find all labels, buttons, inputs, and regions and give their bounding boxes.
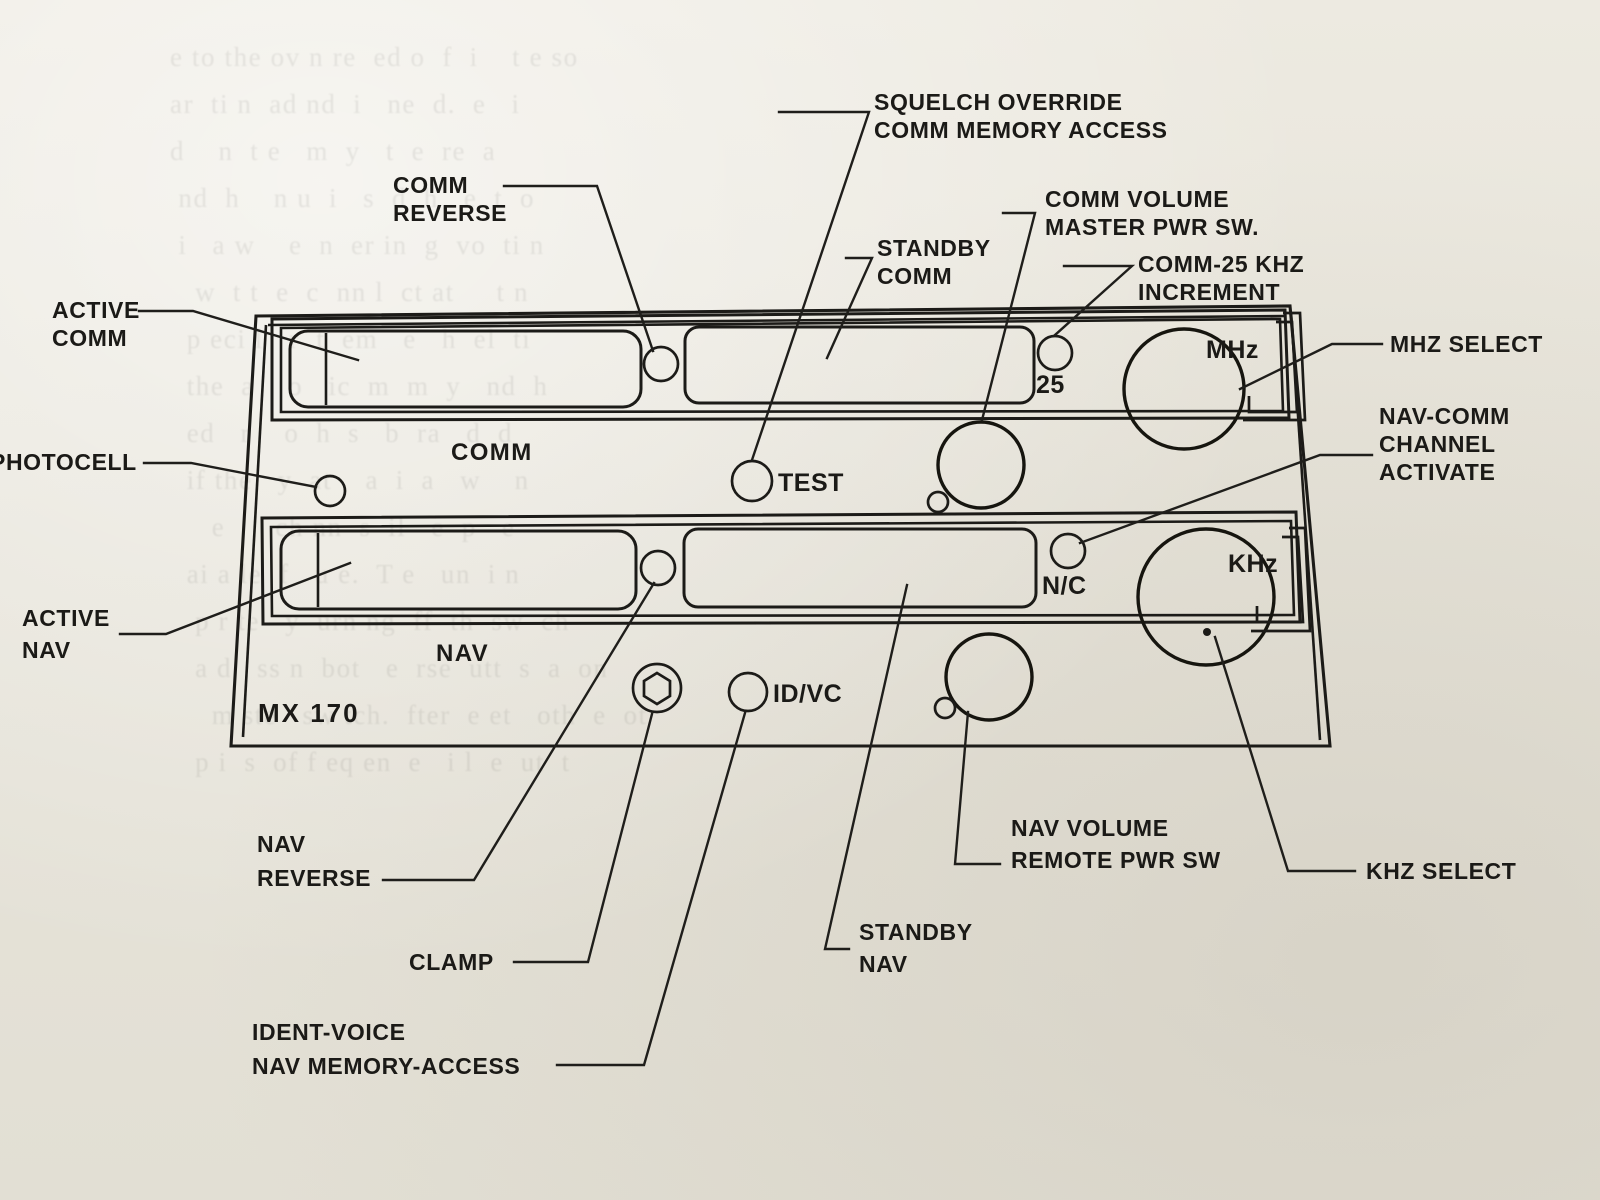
nav-controls: ID/VC N/C KHz: [313, 474, 1312, 722]
callout-active-nav-line2: NAV: [22, 637, 71, 663]
comm-volume-index-marker: [926, 490, 950, 514]
khz-knob-center-dot: [1203, 628, 1211, 636]
active-nav-window: [279, 529, 638, 611]
comm-panel-label: COMM: [451, 439, 533, 466]
callout-nav-comm-channel-line2: CHANNEL: [1379, 431, 1496, 457]
callout-khz-select: KHZ SELECT: [1366, 858, 1516, 884]
callout-nav-comm-channel-line1: NAV-COMM: [1379, 403, 1510, 429]
leader-lines: [118, 110, 1384, 1067]
callout-comm-reverse-line2: REVERSE: [393, 200, 507, 226]
mhz-label: MHz: [1206, 336, 1259, 364]
callout-active-nav-line1: ACTIVE: [22, 605, 110, 631]
nav-panel-label: NAV: [436, 640, 489, 667]
callout-clamp: CLAMP: [409, 949, 494, 975]
khz-select-knob[interactable]: [1136, 527, 1276, 667]
nav-volume-remote-power-knob[interactable]: [944, 632, 1034, 722]
mhz-select-knob[interactable]: [1122, 327, 1246, 451]
callout-mhz-select: MHZ SELECT: [1390, 331, 1543, 357]
clamp-screw[interactable]: [631, 662, 683, 714]
comm-25-label: 25: [1036, 371, 1065, 399]
callout-standby-nav-line1: STANDBY: [859, 919, 973, 945]
callout-comm-volume-line2: MASTER PWR SW.: [1045, 214, 1259, 240]
active-comm-window: [288, 329, 643, 409]
comm-reverse-button[interactable]: [642, 345, 680, 383]
callout-nav-reverse-line2: REVERSE: [257, 865, 371, 891]
nc-label: N/C: [1042, 572, 1087, 600]
callout-squelch-override-line2: COMM MEMORY ACCESS: [874, 117, 1168, 143]
callout-active-comm-line1: ACTIVE: [52, 297, 140, 323]
callout-standby-comm-line1: STANDBY: [877, 235, 991, 261]
idvc-label: ID/VC: [773, 680, 842, 708]
test-label: TEST: [778, 469, 844, 497]
callout-nav-comm-channel-line3: ACTIVATE: [1379, 459, 1495, 485]
standby-comm-window: [683, 325, 1036, 405]
callout-ident-voice-line1: IDENT-VOICE: [252, 1019, 406, 1045]
comm-volume-master-power-knob[interactable]: [936, 420, 1026, 510]
nav-volume-index-marker: [933, 696, 957, 720]
test-squelch-override-button[interactable]: [730, 459, 774, 503]
callout-active-comm-line2: COMM: [52, 325, 127, 351]
standby-nav-window: [682, 527, 1038, 609]
photocell-aperture: [313, 474, 347, 508]
callout-comm-25khz-line2: INCREMENT: [1138, 279, 1280, 305]
khz-label: KHz: [1228, 550, 1278, 578]
callout-ident-voice-line2: NAV MEMORY-ACCESS: [252, 1053, 520, 1079]
callout-comm-reverse-line1: COMM: [393, 172, 468, 198]
callout-squelch-override-line1: SQUELCH OVERRIDE: [874, 89, 1123, 115]
comm-display-assembly: [270, 308, 1291, 422]
unit-model-label: MX 170: [258, 698, 360, 728]
nav-reverse-button[interactable]: [639, 549, 677, 587]
callout-nav-reverse-line1: NAV: [257, 831, 306, 857]
ident-voice-button[interactable]: [727, 671, 769, 713]
callout-standby-comm-line2: COMM: [877, 263, 952, 289]
comm-controls: TEST 25 MHz: [730, 311, 1307, 514]
callout-nav-volume-line2: REMOTE PWR SW: [1011, 847, 1221, 873]
callout-comm-volume-line1: COMM VOLUME: [1045, 186, 1229, 212]
callout-comm-25khz-line1: COMM-25 KHZ: [1138, 251, 1304, 277]
callout-nav-volume-line1: NAV VOLUME: [1011, 815, 1169, 841]
khz-bracket: [1251, 526, 1312, 633]
comm-25khz-increment-button[interactable]: [1036, 334, 1074, 372]
nav-comm-channel-activate-button[interactable]: [1049, 532, 1087, 570]
radio-body-outline: [229, 304, 1332, 748]
callout-labels: COMM REVERSE ACTIVE COMM SQUELCH OVERRID…: [0, 89, 1543, 1079]
callout-photocell: PHOTOCELL: [0, 449, 137, 475]
mhz-bracket: [1243, 311, 1307, 422]
callout-standby-nav-line2: NAV: [859, 951, 908, 977]
